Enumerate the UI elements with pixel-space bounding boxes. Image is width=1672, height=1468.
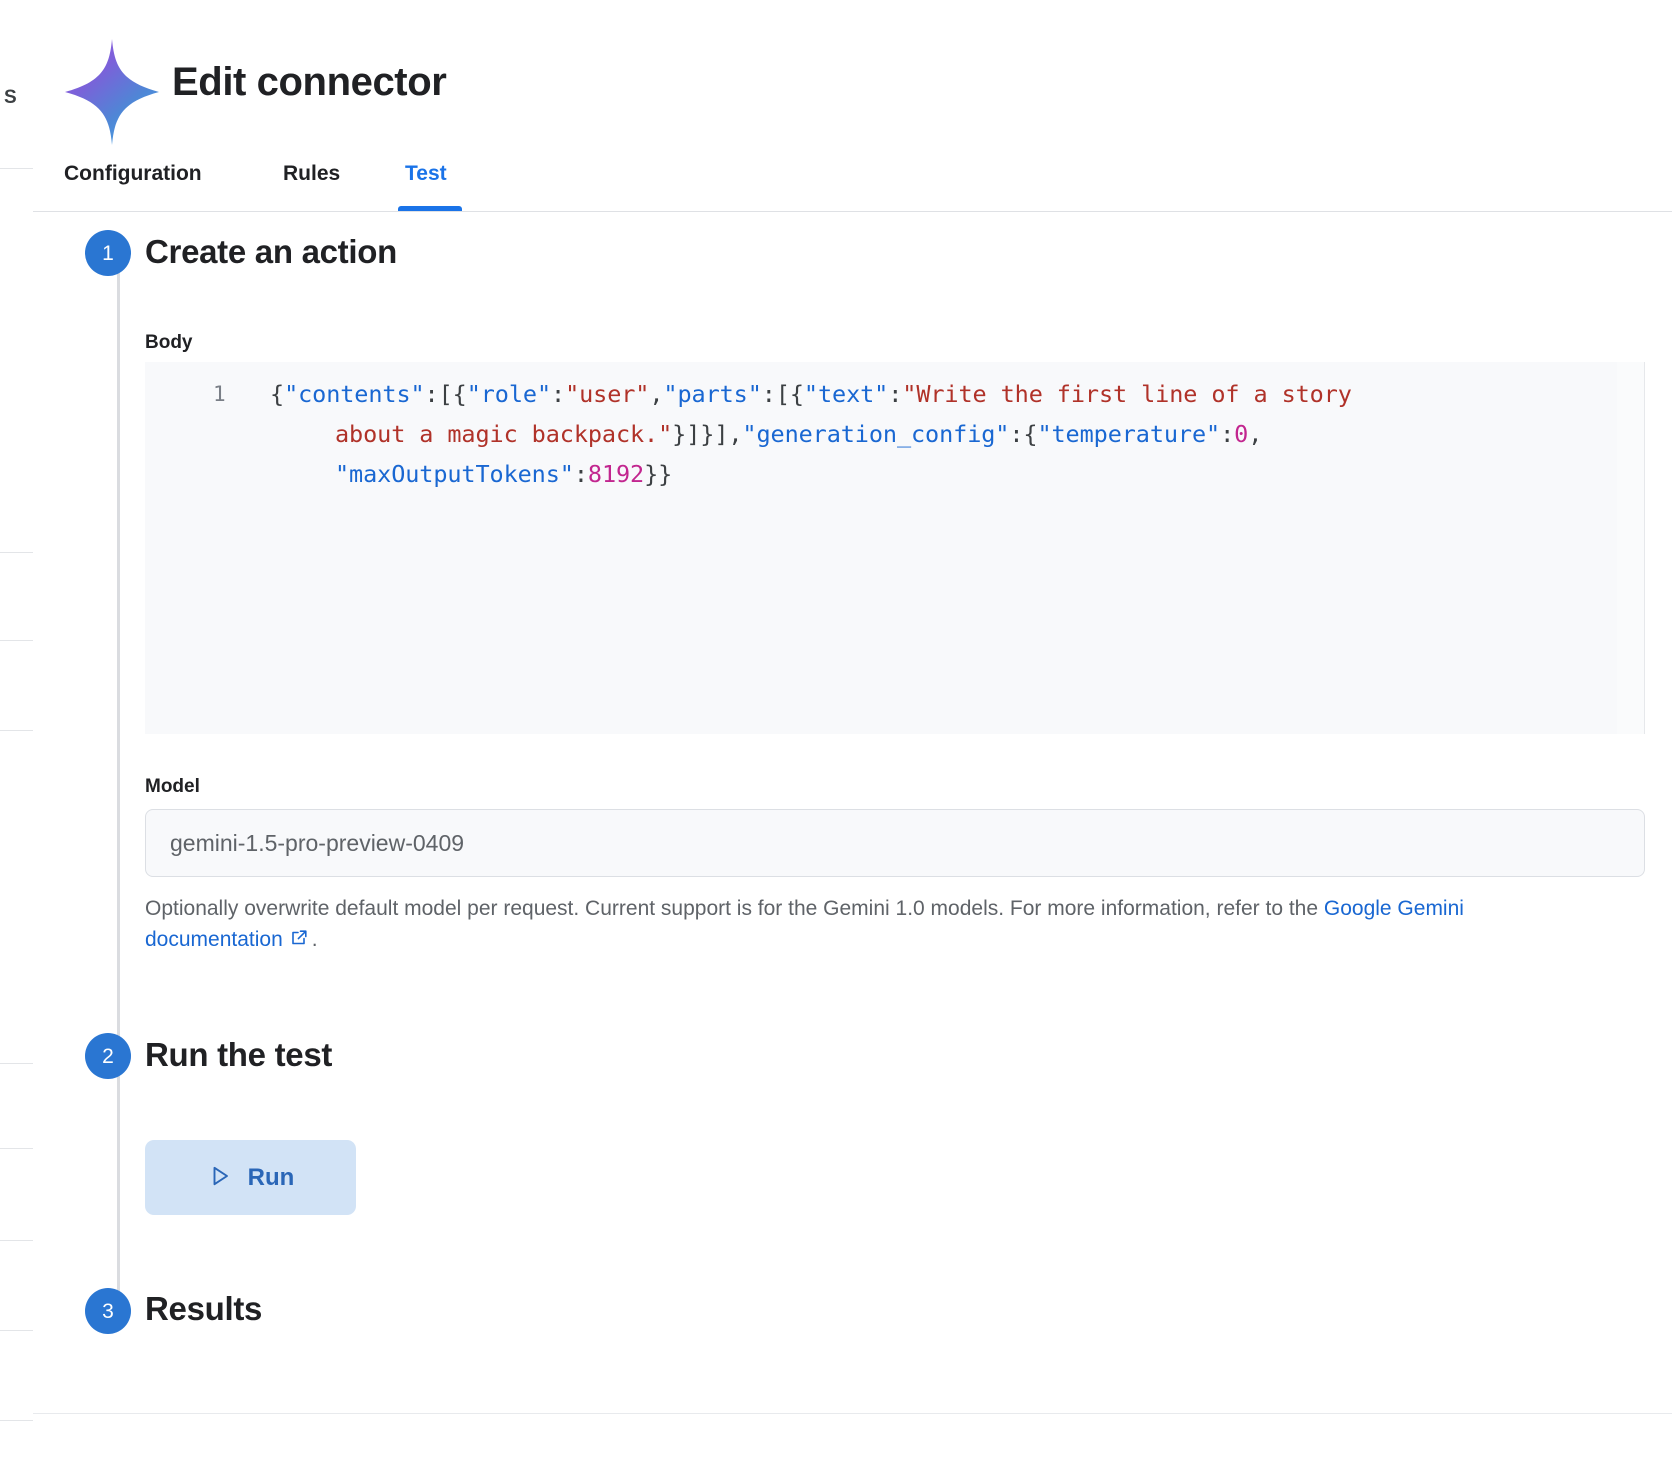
background-divider <box>0 168 33 169</box>
code-token-key: "parts" <box>663 380 762 408</box>
code-token-pun: : <box>573 460 588 488</box>
code-token-pun: :[{ <box>761 380 804 408</box>
code-editor-right-pad <box>1617 362 1645 734</box>
code-token-num: 8192 <box>587 460 645 488</box>
code-token-key: "contents" <box>284 380 425 408</box>
external-link-icon <box>289 926 309 957</box>
background-divider <box>0 1063 33 1064</box>
code-line-number: 1 <box>213 382 226 406</box>
background-divider <box>0 552 33 553</box>
step-title-run-the-test: Run the test <box>145 1036 333 1073</box>
code-token-pun: :[{ <box>424 380 467 408</box>
code-line: "maxOutputTokens":8192}} <box>335 454 672 494</box>
code-editor-scroll-edge[interactable] <box>1644 362 1645 734</box>
background-page-strip: S <box>0 0 33 1468</box>
code-token-str: about a magic backpack." <box>335 420 673 448</box>
step-title-create-an-action: Create an action <box>145 233 397 270</box>
tab-test[interactable]: Test <box>405 156 447 206</box>
code-token-pun: :{ <box>1009 420 1038 448</box>
code-token-str: "user" <box>565 380 650 408</box>
run-button-label: Run <box>247 1163 295 1191</box>
stepper-connector-line <box>117 252 120 1312</box>
tab-active-indicator <box>398 206 462 211</box>
code-token-key: "text" <box>803 380 889 408</box>
code-token-num: 0 <box>1234 420 1249 448</box>
dialog-sheet: Edit connector Configuration Rules Test … <box>33 0 1672 1468</box>
background-divider <box>0 1330 33 1331</box>
code-token-pun: : <box>888 380 903 408</box>
code-line: {"contents":[{"role":"user","parts":[{"t… <box>270 374 1352 414</box>
background-divider <box>0 1148 33 1149</box>
code-token-key: "generation_config" <box>742 420 1010 448</box>
page-title: Edit connector <box>172 60 447 104</box>
background-divider <box>0 640 33 641</box>
model-field-label: Model <box>145 776 200 797</box>
code-token-pun: : <box>1220 420 1235 448</box>
code-token-pun: }]}], <box>672 420 743 448</box>
model-input[interactable] <box>145 809 1645 877</box>
google-gemini-documentation-link[interactable]: Google Gemini documentation <box>145 897 1464 951</box>
code-line: about a magic backpack."}]}],"generation… <box>335 414 1262 454</box>
tab-rules[interactable]: Rules <box>283 156 340 206</box>
model-helper-text: Optionally overwrite default model per r… <box>145 893 1575 957</box>
code-token-key: "temperature" <box>1037 420 1221 448</box>
helper-text-after: . <box>311 928 318 951</box>
background-page-letter: S <box>4 87 17 108</box>
code-token-pun: , <box>1248 420 1263 448</box>
code-token-pun: { <box>270 380 285 408</box>
code-token-key: "role" <box>466 380 551 408</box>
tab-bar-divider <box>33 211 1672 212</box>
background-divider <box>0 1240 33 1241</box>
code-token-key: "maxOutputTokens" <box>335 460 574 488</box>
step-badge-3: 3 <box>85 1288 131 1334</box>
gemini-sparkle-icon <box>64 38 160 146</box>
background-divider <box>0 730 33 731</box>
step-badge-1: 1 <box>85 230 131 276</box>
helper-text-before: Optionally overwrite default model per r… <box>145 897 1324 920</box>
code-token-pun: }} <box>644 460 673 488</box>
dialog-header: Edit connector <box>33 0 1672 212</box>
tab-configuration[interactable]: Configuration <box>64 156 202 206</box>
play-icon <box>207 1163 233 1192</box>
code-token-pun: , <box>649 380 664 408</box>
step-badge-2: 2 <box>85 1033 131 1079</box>
body-code-editor[interactable]: 1 {"contents":[{"role":"user","parts":[{… <box>145 362 1645 734</box>
background-divider <box>0 1420 33 1421</box>
code-token-str: "Write the first line of a story <box>902 380 1352 408</box>
step-title-results: Results <box>145 1290 263 1327</box>
code-token-pun: : <box>551 380 566 408</box>
run-button[interactable]: Run <box>145 1140 356 1215</box>
tab-bar: Configuration Rules Test <box>33 156 1672 212</box>
body-field-label: Body <box>145 332 193 353</box>
bottom-divider <box>33 1413 1672 1414</box>
